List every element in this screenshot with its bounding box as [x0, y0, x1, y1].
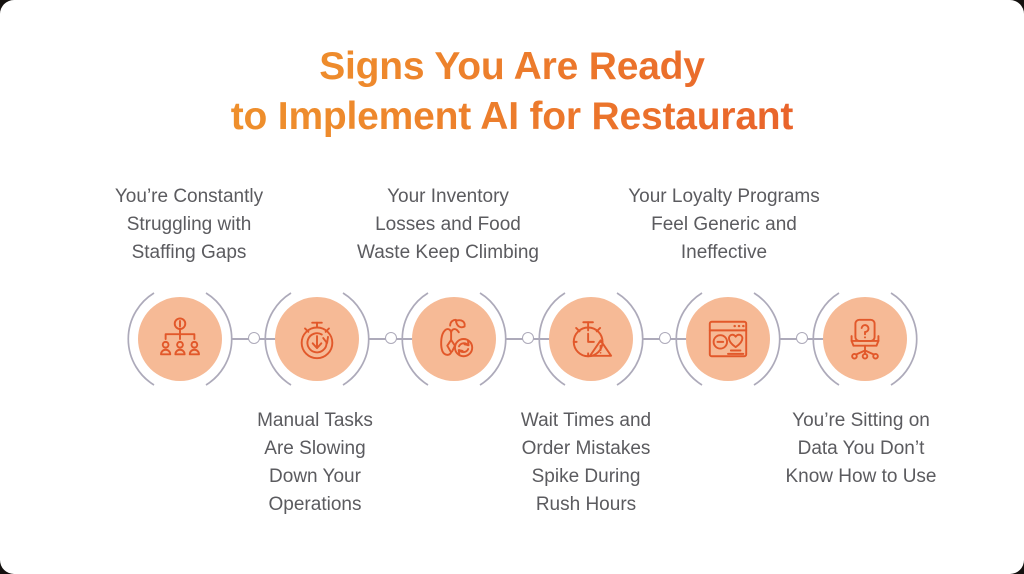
connector-4 [642, 332, 690, 346]
node-disc [549, 297, 633, 381]
connector-dot [522, 332, 534, 344]
node-disc [412, 297, 496, 381]
connector-dot [385, 332, 397, 344]
browser-heart-loyalty-icon [686, 297, 770, 381]
top-label-staffing: You’re Constantly Struggling with Staffi… [114, 186, 264, 263]
connector-dot [659, 332, 671, 344]
node-ring [264, 292, 370, 386]
icon-chain [0, 283, 1024, 395]
node-staffing[interactable] [124, 283, 236, 395]
node-ring [538, 292, 644, 386]
node-disc [686, 297, 770, 381]
node-disc [823, 297, 907, 381]
node-unused-data[interactable] [809, 283, 921, 395]
stopwatch-down-arrow-icon [275, 297, 359, 381]
node-ring [401, 292, 507, 386]
stopwatch-warning-icon [549, 297, 633, 381]
connector-2 [368, 332, 416, 346]
connector-1 [231, 332, 279, 346]
node-ring [127, 292, 233, 386]
page-title: Signs You Are Ready to Implement AI for … [0, 42, 1024, 142]
node-loyalty[interactable] [672, 283, 784, 395]
apple-core-recycle-icon [412, 297, 496, 381]
connector-5 [779, 332, 827, 346]
top-label-inventory: Your Inventory Losses and Food Waste Kee… [357, 186, 539, 263]
org-chart-staffing-icon [138, 297, 222, 381]
node-wait-times[interactable] [535, 283, 647, 395]
connector-dot [248, 332, 260, 344]
bottom-label-wait-times: Wait Times and Order Mistakes Spike Duri… [520, 410, 652, 515]
top-label-loyalty: Your Loyalty Programs Feel Generic and I… [628, 186, 820, 263]
node-ring [675, 292, 781, 386]
node-inventory-loss[interactable] [261, 283, 373, 395]
connector-3 [505, 332, 553, 346]
bottom-label-unused-data: You’re Sitting on Data You Don’t Know Ho… [785, 410, 937, 487]
node-food-waste[interactable] [398, 283, 510, 395]
office-chair-question-icon [823, 297, 907, 381]
connector-dot [796, 332, 808, 344]
bottom-label-manual-tasks: Manual Tasks Are Slowing Down Your Opera… [257, 410, 373, 515]
node-ring [812, 292, 918, 386]
